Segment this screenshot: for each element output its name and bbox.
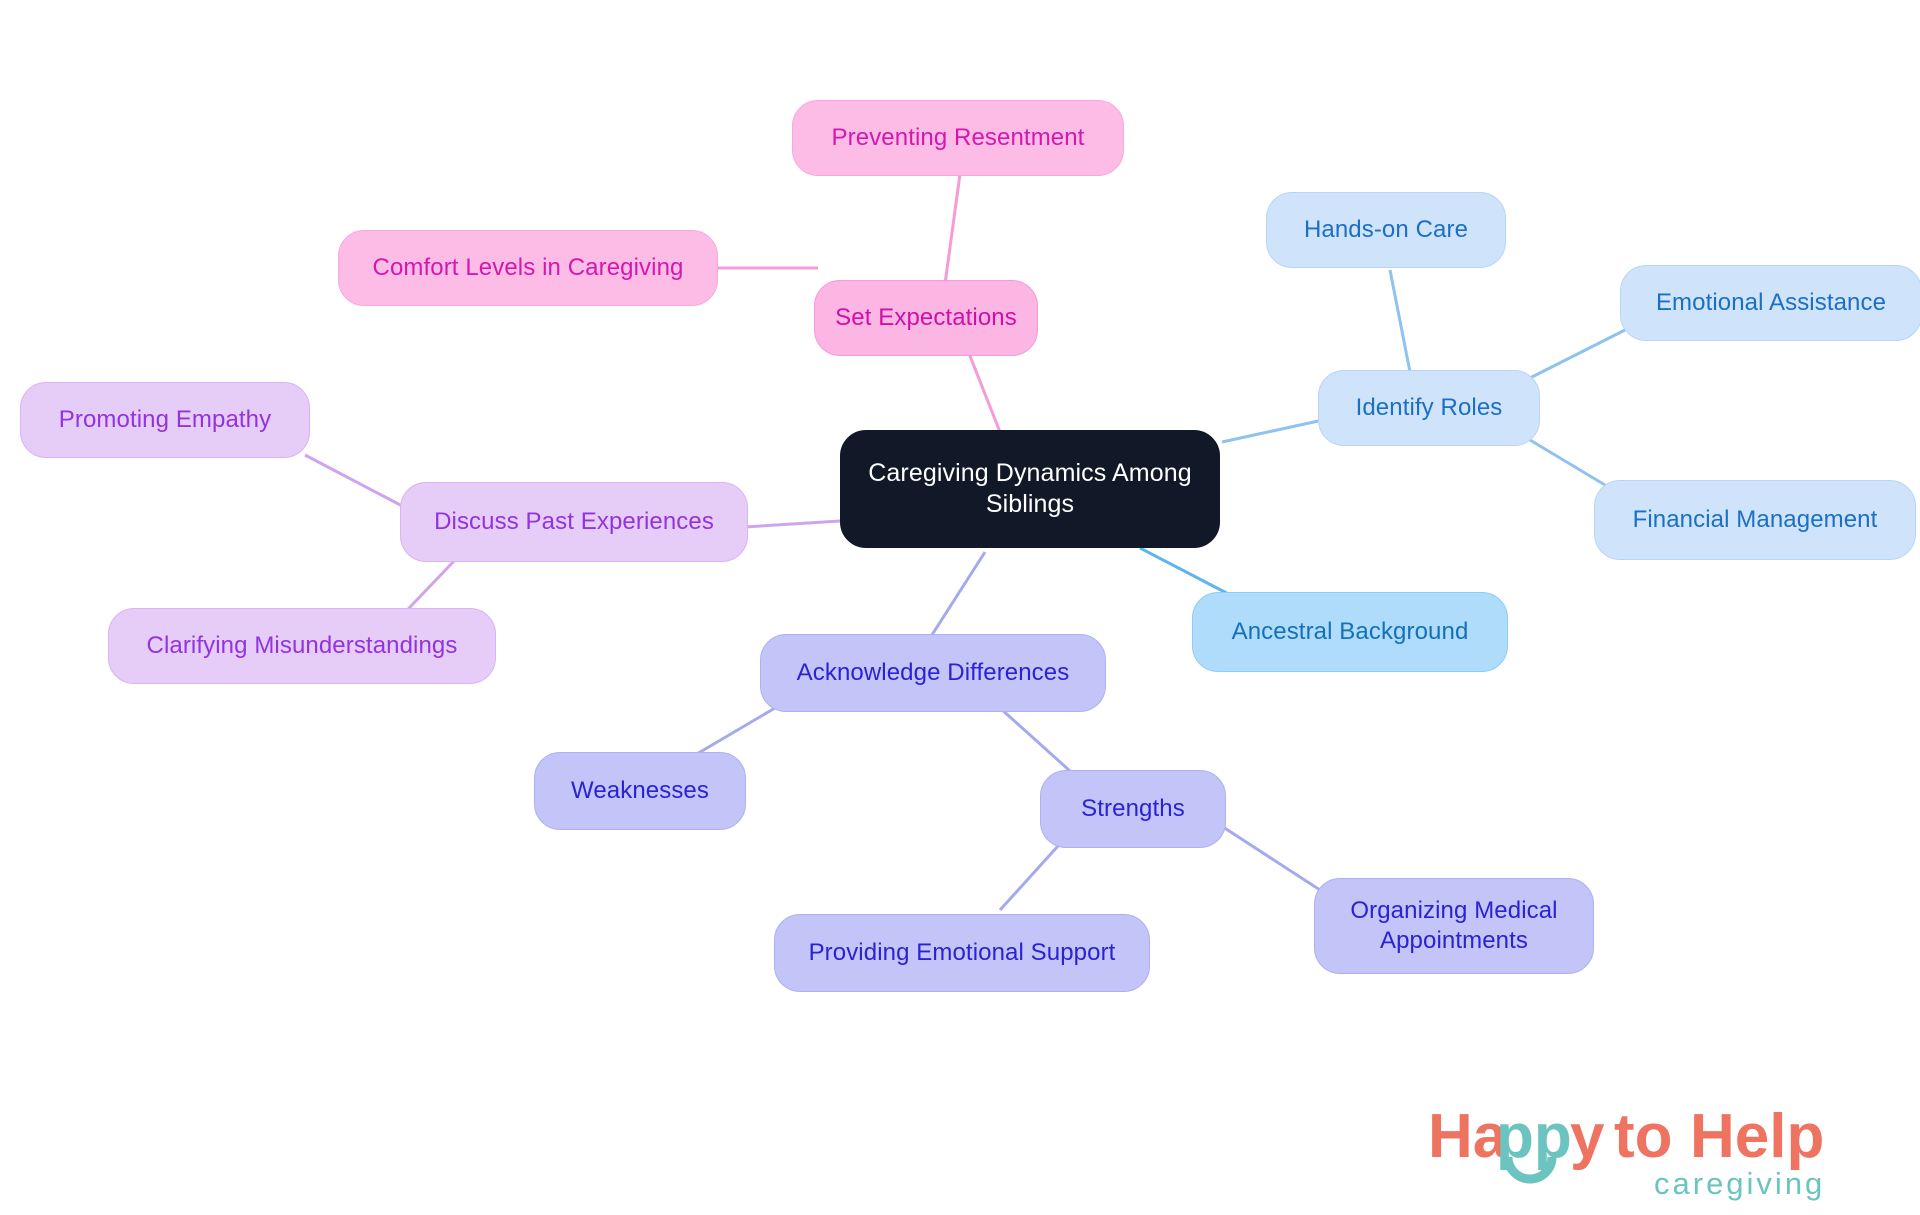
node-weaknesses[interactable]: Weaknesses [534, 752, 746, 830]
node-ancestral-background[interactable]: Ancestral Background [1192, 592, 1508, 672]
logo-word-help: Help [1690, 1102, 1824, 1171]
logo-smile-icon [1503, 1156, 1557, 1184]
edge-root-identify-roles [1221, 418, 1324, 444]
node-strengths[interactable]: Strengths [1040, 770, 1226, 848]
logo-happy-y: y [1570, 1102, 1605, 1171]
node-financial-management[interactable]: Financial Management [1594, 480, 1916, 560]
node-emotional-assistance[interactable]: Emotional Assistance [1620, 265, 1920, 341]
edge-strengths-organizing-medical-appointments [1219, 823, 1321, 892]
edge-acknowledge-weaknesses [689, 706, 776, 760]
logo-happy-h: Ha [1428, 1102, 1508, 1171]
edge-discuss-promoting-empathy [304, 453, 407, 510]
node-preventing-resentment[interactable]: Preventing Resentment [792, 100, 1124, 176]
node-discuss-past-experiences[interactable]: Discuss Past Experiences [400, 482, 748, 562]
node-promoting-empathy[interactable]: Promoting Empathy [20, 382, 310, 458]
node-organizing-medical-appointments[interactable]: Organizing Medical Appointments [1314, 878, 1594, 974]
node-clarifying-misunderstandings[interactable]: Clarifying Misunderstandings [108, 608, 496, 684]
node-root[interactable]: Caregiving Dynamics Among Siblings [840, 430, 1220, 548]
logo-tagline: caregiving [1654, 1166, 1825, 1201]
edge-root-acknowledge-differences [928, 551, 987, 639]
edge-identify-roles-emotional-assistance [1527, 328, 1626, 381]
node-identify-roles[interactable]: Identify Roles [1318, 370, 1540, 446]
logo-word-to: to [1614, 1102, 1673, 1171]
node-acknowledge-differences[interactable]: Acknowledge Differences [760, 634, 1106, 712]
happy-to-help-logo: Ha pp y to Help caregiving [1428, 1102, 1825, 1201]
node-set-expectations[interactable]: Set Expectations [814, 280, 1038, 356]
node-hands-on-care[interactable]: Hands-on Care [1266, 192, 1506, 268]
edge-set-expectations-preventing-resentment [943, 173, 962, 285]
edge-identify-roles-hands-on-care [1388, 269, 1412, 373]
edge-root-discuss-past-experiences [744, 519, 841, 529]
node-providing-emotional-support[interactable]: Providing Emotional Support [774, 914, 1150, 992]
node-comfort-levels-in-caregiving[interactable]: Comfort Levels in Caregiving [338, 230, 718, 306]
